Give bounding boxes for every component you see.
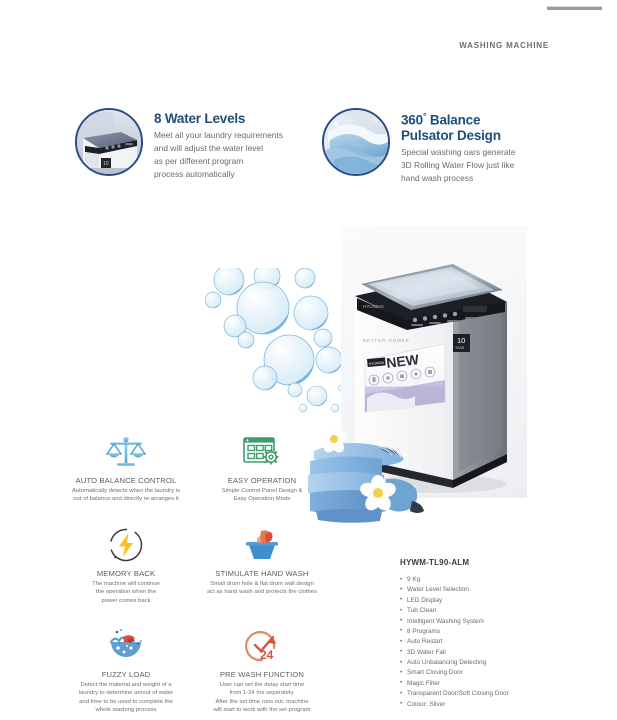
specifications-block: HYWM-TL90-ALM 9 Kg Water Level Selection…: [400, 558, 600, 710]
feature-easy-operation: EASY OPERATION Simple Control Panel Desi…: [194, 432, 330, 507]
feature-grid: AUTO BALANCE CONTROL Automatically detec…: [58, 432, 330, 717]
feature-title: MEMORY BACK: [96, 568, 156, 578]
feature-desc-line: Small drum hole & flat drum wall design: [210, 580, 314, 587]
washing-machine-product-image: HYUNDAI BETTER HOMES 10 Y: [341, 226, 527, 498]
spec-list: 9 Kg Water Level Selection LED Display T…: [400, 574, 600, 710]
callout-water-levels-text: 8 Water Levels Meet all your laundry req…: [154, 108, 283, 181]
callout-water-levels: 10 8 Water Levels Meet all your laundry …: [75, 108, 283, 181]
svg-text:BETTER HOMES: BETTER HOMES: [363, 338, 410, 343]
feature-desc-line: Automatically detects when the laundry i…: [71, 488, 181, 494]
spec-item: 8 Programs: [400, 626, 600, 637]
callout-heading-part2: Balance: [426, 112, 481, 128]
callout-pulsator-design: 360° Balance Pulsator Design Special was…: [322, 108, 516, 185]
washing-machine-photo-icon: 10: [75, 108, 143, 176]
spec-item: Auto Unbalancing Detecting: [400, 657, 600, 668]
callout-line: and will adjust the water level: [154, 143, 263, 154]
feature-desc-line: whole washing process: [95, 707, 157, 713]
callout-line: 3D Rolling Water Flow just like: [401, 159, 515, 170]
feature-pre-wash-function: 24 PRE WASH FUNCTION User can set the de…: [194, 626, 330, 718]
laundry-basin-icon: [58, 626, 194, 666]
feature-desc-line: The machine will continue: [92, 580, 160, 587]
feature-desc-line: out of balance and directly re-arranges …: [73, 496, 179, 503]
callout-line: Special washing oars generate: [401, 146, 516, 157]
spec-item: Magic Filter: [400, 678, 600, 689]
callout-line: as per different program: [154, 156, 244, 167]
feature-description: User can set the delay start time from 1…: [194, 681, 330, 715]
feature-auto-balance-control: AUTO BALANCE CONTROL Automatically detec…: [58, 432, 194, 507]
spec-item: LED Display: [400, 595, 600, 606]
callout-description: Special washing oars generate 3D Rolling…: [401, 146, 516, 185]
feature-desc-line: act as hand wash and protects the clothe…: [206, 589, 318, 596]
crop-mark: [547, 6, 602, 10]
feature-description: Automatically detects when the laundry i…: [58, 487, 194, 504]
feature-stimulate-hand-wash: STIMULATE HAND WASH Small drum hole & fl…: [194, 525, 330, 608]
feature-title: AUTO BALANCE CONTROL: [75, 476, 177, 485]
feature-description: Simple Control Panel Design & Easy Opera…: [194, 487, 330, 504]
towels-and-flowers-graphic: [300, 423, 426, 527]
spec-item: Auto Restart: [400, 637, 600, 648]
feature-title: STIMULATE HAND WASH: [215, 568, 309, 578]
product-image-frame: HYUNDAI BETTER HOMES 10 Y: [341, 226, 527, 498]
feature-memory-back: MEMORY BACK The machine will continue th…: [58, 525, 194, 608]
callout-heading: 8 Water Levels: [154, 111, 246, 126]
svg-text:10: 10: [457, 336, 465, 345]
callout-line: Meet all your laundry requirements: [154, 130, 283, 141]
svg-text:24: 24: [260, 648, 274, 662]
callout-pulsator-text: 360° Balance Pulsator Design Special was…: [401, 108, 516, 185]
svg-text:YEAR: YEAR: [455, 346, 465, 350]
lightning-bolt-icon: [58, 525, 194, 565]
feature-desc-line: laundry to determine amout of water: [78, 690, 174, 697]
feature-title: PRE WASH FUNCTION: [219, 669, 305, 679]
callout-heading: 360° Balance Pulsator Design: [401, 111, 516, 143]
page-title: WASHING MACHINE: [459, 41, 549, 50]
feature-desc-line: power comes back: [101, 597, 151, 604]
callout-line: process automatically: [154, 169, 235, 180]
spec-item: 9 Kg: [400, 574, 600, 585]
spec-item: Intelligent Washing System: [400, 616, 600, 627]
svg-text:HYUNDAI: HYUNDAI: [363, 304, 384, 309]
feature-description: Detect the material and weight of a laun…: [58, 681, 194, 715]
control-panel-gear-icon: [194, 432, 330, 472]
hand-wash-tub-icon: [194, 525, 330, 565]
feature-desc-line: will start to work with the set program: [213, 707, 311, 713]
feature-title: EASY OPERATION: [227, 476, 297, 485]
feature-fuzzy-load: FUZZY LOAD Detect the material and weigh…: [58, 626, 194, 718]
feature-description: The machine will continue the operation …: [58, 580, 194, 605]
feature-row: FUZZY LOAD Detect the material and weigh…: [58, 626, 330, 718]
degree-symbol: °: [422, 111, 427, 121]
spec-item: Water Level Selection: [400, 585, 600, 596]
spec-item: Smart Closing Door: [400, 668, 600, 679]
feature-desc-line: the operation when the: [96, 589, 156, 596]
feature-desc-line: and time to be used to complete the: [79, 698, 173, 705]
spec-item: Transparent Door/Soft Closing Door: [400, 689, 600, 700]
callout-heading-line2: Pulsator Design: [401, 127, 501, 143]
feature-title: FUZZY LOAD: [101, 669, 151, 679]
feature-desc-line: After the set time runs out, machine: [215, 698, 309, 705]
spec-item: 3D Water Fall: [400, 647, 600, 658]
callout-heading-part1: 360: [401, 112, 423, 128]
pulsator-water-flow-photo-icon: [322, 108, 390, 176]
spec-item: Colour: Silver: [400, 699, 600, 710]
balance-scale-icon: [58, 432, 194, 472]
feature-desc-line: Simple Control Panel Design &: [221, 488, 303, 494]
feature-desc-line: from 1-24 hrs seperately.: [229, 690, 295, 697]
feature-description: Small drum hole & flat drum wall design …: [194, 580, 330, 597]
water-bubbles-graphic: [204, 262, 355, 458]
spec-item: Tub Clean: [400, 606, 600, 617]
svg-text:HYUNDAI: HYUNDAI: [369, 361, 385, 366]
callout-description: Meet all your laundry requirements and w…: [154, 129, 283, 181]
feature-desc-line: Easy Operation Mode: [233, 496, 291, 503]
callout-line: hand wash process: [401, 172, 474, 183]
feature-desc-line: Detect the material and weight of a: [80, 681, 172, 688]
model-number: HYWM-TL90-ALM: [400, 558, 470, 567]
feature-desc-line: User can set the delay start time: [219, 681, 305, 688]
feature-row: AUTO BALANCE CONTROL Automatically detec…: [58, 432, 330, 507]
svg-text:NEW: NEW: [385, 351, 420, 371]
delay-timer-24-icon: 24: [194, 626, 330, 666]
svg-text:10: 10: [103, 161, 109, 167]
feature-row: MEMORY BACK The machine will continue th…: [58, 525, 330, 608]
